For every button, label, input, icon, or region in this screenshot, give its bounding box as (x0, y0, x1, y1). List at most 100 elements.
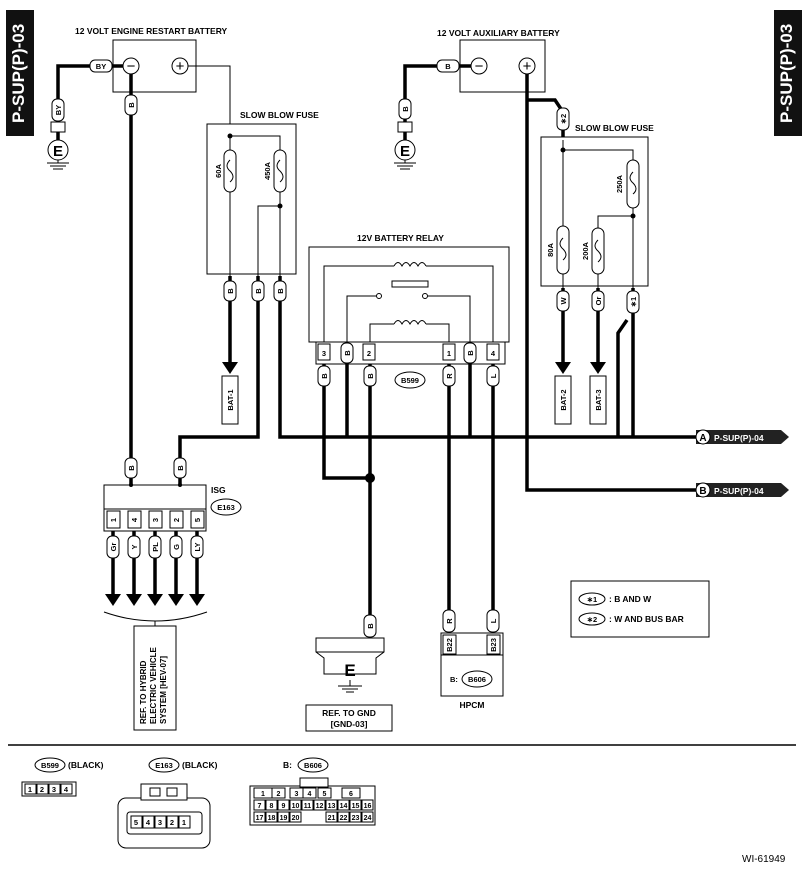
svg-text:B22: B22 (445, 638, 454, 652)
b606-pin (289, 799, 302, 811)
offpage-connector-b[interactable] (696, 483, 789, 497)
b606-pin (341, 787, 361, 799)
b606-pin-number: 6 (349, 791, 353, 798)
b606-pin-number: 22 (340, 815, 348, 822)
b606-pin (317, 787, 332, 799)
bat2-ref (554, 375, 572, 425)
isg-output-wires: Gr Y PL G LY (105, 531, 205, 606)
ground-connector (315, 637, 385, 675)
legend-item-2: : W AND BUS BAR (609, 614, 684, 624)
svg-text:4: 4 (130, 517, 139, 522)
svg-text:B: B (401, 106, 410, 112)
svg-text:1: 1 (28, 785, 32, 794)
svg-text:L: L (489, 618, 498, 623)
ground-symbol-main: E (344, 661, 355, 680)
svg-text:250A: 250A (615, 174, 624, 193)
restart-battery-title: 12 VOLT ENGINE RESTART BATTERY (75, 26, 228, 36)
svg-text:∗1: ∗1 (587, 595, 597, 604)
b606-pin (253, 811, 266, 823)
svg-text:∗2: ∗2 (587, 615, 597, 624)
b606-pin-number: 2 (277, 791, 281, 798)
hpcm-connector-label: B606 (468, 675, 486, 684)
svg-text:∗2: ∗2 (559, 114, 568, 124)
b606-pin-number: 15 (352, 803, 360, 810)
svg-text:∗1: ∗1 (629, 297, 638, 307)
fuse-80a (556, 225, 570, 275)
b606-pin (265, 811, 278, 823)
ref-hybrid-line1: REF. TO HYBRID (139, 660, 148, 724)
svg-text:REF. TO GND: REF. TO GND (322, 708, 376, 718)
svg-text:E: E (400, 143, 410, 160)
e163-view-label: E163 (155, 761, 173, 770)
svg-text:PL: PL (151, 542, 160, 552)
b606-pin-number: 20 (292, 815, 300, 822)
b606-pin (337, 811, 350, 823)
legend (570, 580, 710, 638)
svg-text:B: B (343, 350, 352, 356)
b606-pin-number: 5 (323, 791, 327, 798)
aux-minus-terminal: − (475, 58, 484, 75)
b606-pin-number: 19 (280, 815, 288, 822)
battery-relay (308, 246, 510, 343)
aux-plus-terminal: + (523, 58, 532, 75)
hpcm-title: HPCM (459, 700, 484, 710)
bat1-ref (221, 375, 239, 425)
b606-pin (325, 811, 338, 823)
svg-text:4: 4 (491, 349, 496, 358)
svg-text:E: E (53, 143, 63, 160)
svg-text:2: 2 (170, 818, 174, 827)
svg-text:P-SUP(P)-04: P-SUP(P)-04 (714, 486, 764, 496)
b606-pin (265, 799, 278, 811)
svg-text:B: B (699, 486, 706, 497)
b606-pin-number: 11 (304, 803, 312, 810)
ref-hybrid-line2: ELECTRIC VEHICLE (149, 646, 158, 724)
svg-text:B: B (254, 288, 263, 294)
relay-title: 12V BATTERY RELAY (357, 233, 444, 243)
b599-view-label: B599 (41, 761, 59, 770)
svg-text:4: 4 (146, 818, 151, 827)
svg-text:B: B (445, 62, 451, 71)
svg-text:3: 3 (158, 818, 162, 827)
b606-pin-number: 3 (295, 791, 299, 798)
b606-pin-number: 18 (268, 815, 276, 822)
bat3-ref (589, 375, 607, 425)
svg-text:L: L (489, 373, 498, 378)
b606-pin-number: 24 (364, 815, 372, 822)
left-fuse-title: SLOW BLOW FUSE (240, 110, 319, 120)
svg-text:BAT-3: BAT-3 (594, 389, 603, 410)
b606-view-label: B606 (304, 761, 322, 770)
b606-pin (277, 811, 290, 823)
b606-pin-number: 16 (364, 803, 372, 810)
svg-text:1: 1 (109, 518, 118, 522)
b606-pin (349, 799, 362, 811)
svg-text:450A: 450A (263, 161, 272, 180)
b606-pin (253, 799, 266, 811)
b606-pin (325, 799, 338, 811)
aux-battery-title: 12 VOLT AUXILIARY BATTERY (437, 28, 560, 38)
svg-text:2: 2 (40, 785, 44, 794)
svg-text:(BLACK): (BLACK) (68, 760, 104, 770)
svg-text:[GND-03]: [GND-03] (331, 719, 368, 729)
isg-title: ISG (211, 485, 226, 495)
wire-restart-plus (188, 65, 231, 136)
svg-text:B: B (276, 288, 285, 294)
b606-pin-number: 9 (282, 803, 286, 810)
wire-offpage-b (525, 74, 708, 492)
svg-text:B:: B: (283, 760, 292, 770)
svg-text:W: W (559, 297, 568, 305)
svg-text:2: 2 (367, 349, 371, 358)
restart-plus-terminal: + (176, 58, 185, 75)
b606-pin (361, 799, 374, 811)
svg-text:B: B (127, 102, 136, 108)
svg-text:B: B (127, 465, 136, 471)
restart-minus-terminal: − (127, 58, 136, 75)
svg-text:B:: B: (450, 675, 458, 684)
svg-text:B: B (176, 465, 185, 471)
fuse-250a (626, 159, 640, 209)
svg-text:B: B (320, 373, 329, 379)
b606-pin (361, 811, 374, 823)
ref-hybrid-box (133, 625, 177, 731)
svg-text:G: G (172, 544, 181, 550)
offpage-connector-a[interactable] (696, 430, 789, 444)
